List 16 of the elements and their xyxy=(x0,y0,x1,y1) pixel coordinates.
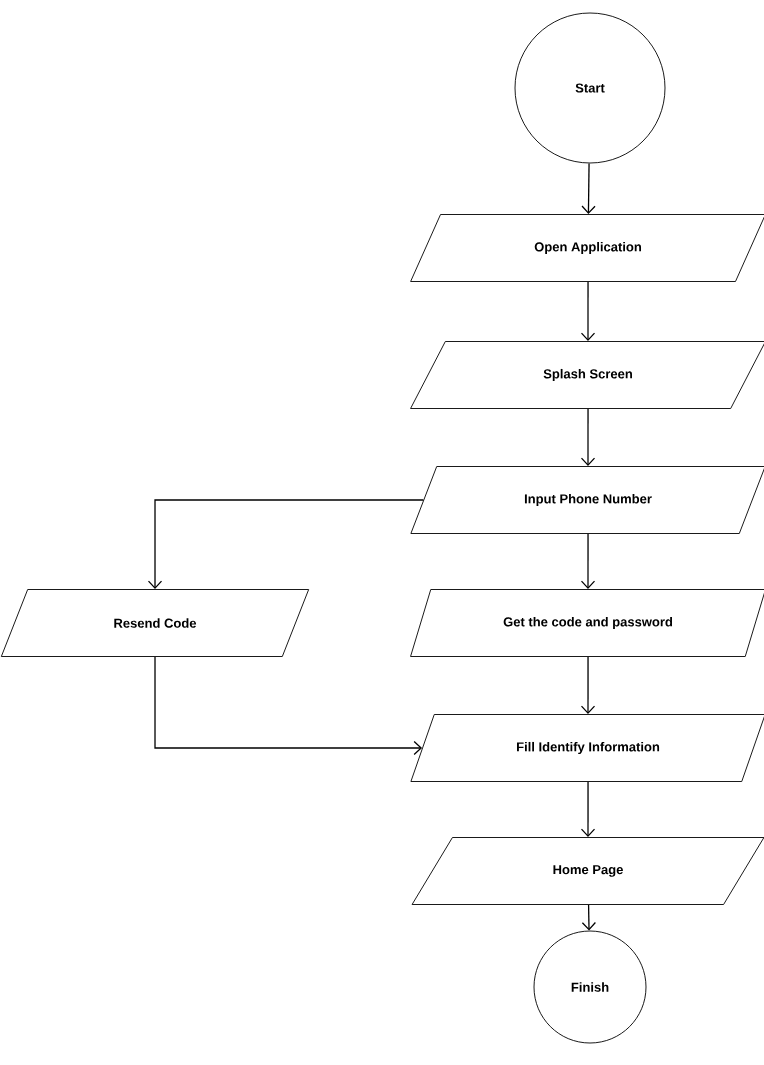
io-parallelogram: Input Phone Number xyxy=(410,466,764,534)
arrow xyxy=(580,781,596,838)
arrow xyxy=(580,408,596,467)
io-parallelogram: Home Page xyxy=(411,837,764,905)
io-parallelogram: Fill Identify Information xyxy=(410,714,764,782)
io-parallelogram: Splash Screen xyxy=(410,341,764,409)
arrow xyxy=(580,533,596,590)
io-parallelogram: Open Application xyxy=(410,214,764,282)
arrow xyxy=(580,656,596,715)
arrow xyxy=(154,656,423,756)
io-parallelogram: Resend Code xyxy=(0,589,310,657)
arrow xyxy=(147,499,424,590)
io-parallelogram: Get the code and password xyxy=(410,589,764,657)
arrow xyxy=(581,904,597,931)
arrow xyxy=(580,281,596,342)
arrow xyxy=(581,162,596,215)
